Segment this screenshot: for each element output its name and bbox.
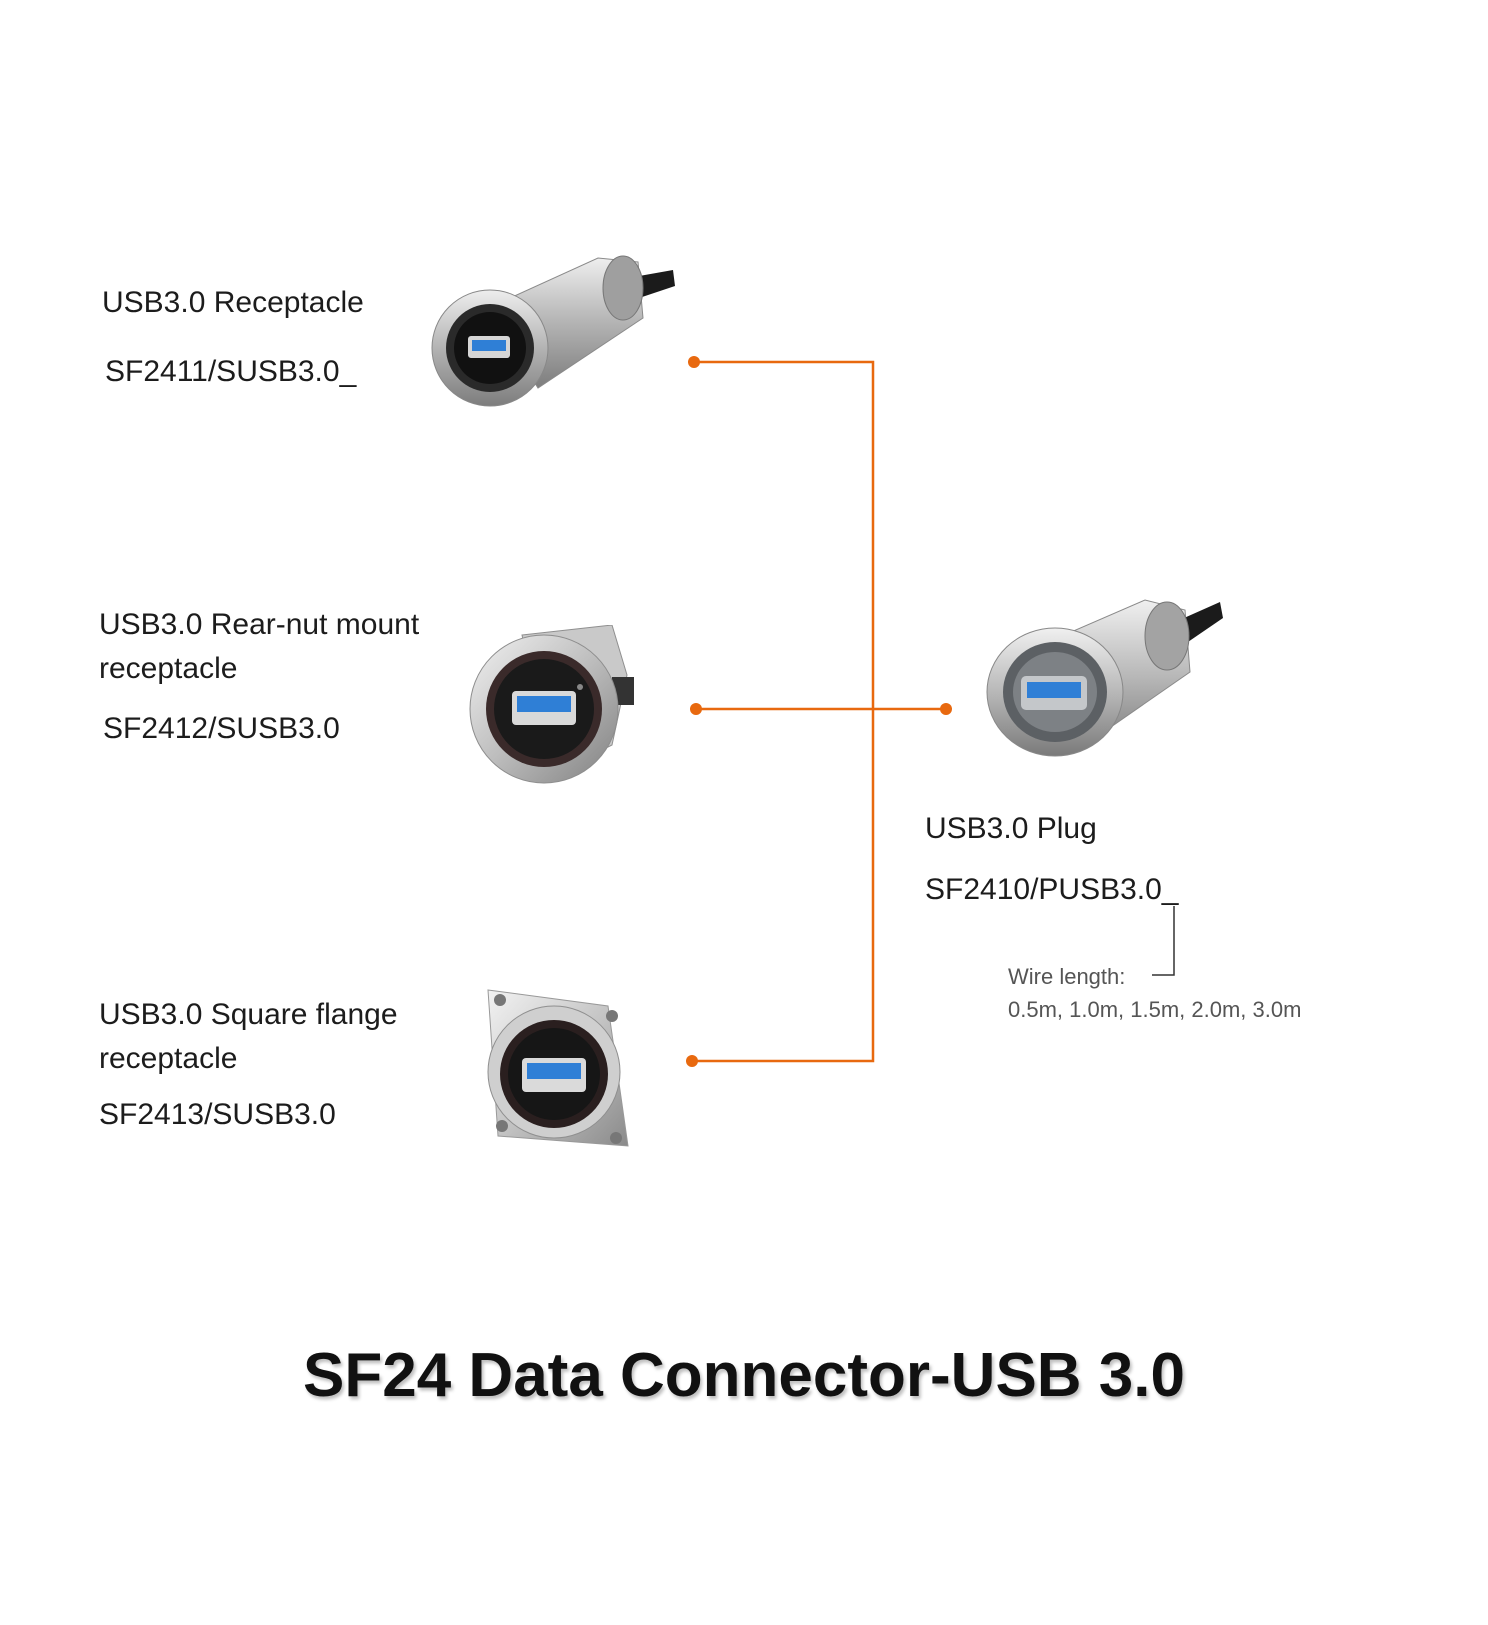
dot-receptacle: [688, 356, 700, 368]
rear-nut-part-number: SF2412/SUSB3.0: [103, 712, 340, 745]
dot-plug: [940, 703, 952, 715]
square-flange-part-number: SF2413/SUSB3.0: [99, 1098, 336, 1131]
cylindrical-usb-receptacle-icon: [431, 255, 675, 407]
square-flange-usb-receptacle-icon: [487, 989, 629, 1147]
wire-length-label: Wire length:: [1008, 964, 1126, 989]
rear-nut-name-line1: USB3.0 Rear-nut mount: [99, 608, 420, 641]
wire-length-options: 0.5m, 1.0m, 1.5m, 2.0m, 3.0m: [1008, 997, 1302, 1022]
dot-square-flange: [686, 1055, 698, 1067]
receptacle-name: USB3.0 Receptacle: [102, 286, 364, 319]
round-panel-usb-receptacle-icon: [469, 625, 634, 784]
dot-rear-nut: [690, 703, 702, 715]
square-flange-name-line2: receptacle: [99, 1042, 238, 1075]
wire-bracket: [1152, 906, 1175, 976]
page-title: SF24 Data Connector-USB 3.0: [303, 1341, 1185, 1410]
rear-nut-name-line2: receptacle: [99, 652, 238, 685]
receptacle-part-number: SF2411/SUSB3.0_: [105, 355, 357, 388]
square-flange-name-line1: USB3.0 Square flange: [99, 998, 398, 1031]
trunk-line: [693, 360, 875, 1063]
plug-part-number: SF2410/PUSB3.0_: [925, 873, 1179, 906]
plug-name: USB3.0 Plug: [925, 812, 1097, 845]
usb-plug-icon: [986, 599, 1223, 757]
